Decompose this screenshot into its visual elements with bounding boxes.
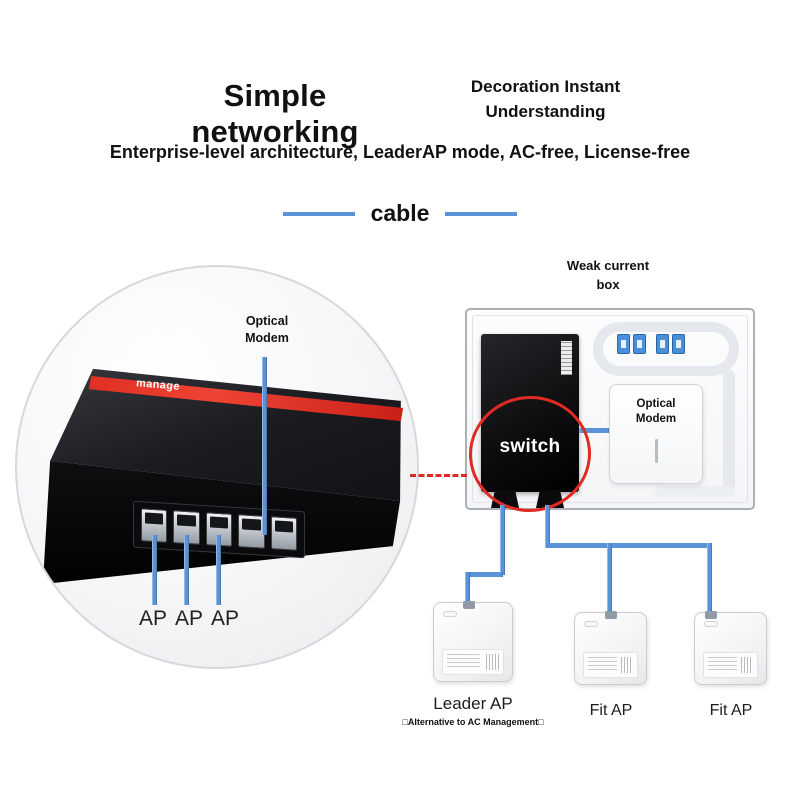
rj45-pins xyxy=(242,518,261,531)
cable-heading: cable xyxy=(0,200,800,227)
subtitle: Enterprise-level architecture, LeaderAP … xyxy=(109,142,691,162)
ap-indicator xyxy=(704,621,718,627)
keystone-jack-pair-1 xyxy=(617,334,646,354)
cable-connector-nub xyxy=(463,601,475,609)
jack-slot xyxy=(660,340,665,348)
sticker-text-lines xyxy=(588,657,618,673)
switch-downlink-port-left xyxy=(491,490,519,508)
cable-port1-drop xyxy=(500,505,505,575)
tagline: Decoration Instant Understanding xyxy=(448,74,643,124)
rj45-port xyxy=(270,516,298,551)
switch-zoom-circle: Optical Modem manage AP AP AP xyxy=(15,265,419,669)
sticker-barcode xyxy=(485,654,499,670)
ap-port-label-1: AP xyxy=(139,607,168,630)
cable-to-fit-ap-1 xyxy=(607,543,612,614)
cable-tray xyxy=(593,322,739,376)
ap-port-label-3: AP xyxy=(211,607,240,630)
cable-tray-vertical xyxy=(723,370,735,496)
keystone-jack-pair-2 xyxy=(656,334,685,354)
cable-ap-port-1 xyxy=(152,535,157,605)
sticker-text-lines xyxy=(447,654,480,670)
ap-port-labels: AP AP AP xyxy=(139,607,239,631)
cable-ap-port-3 xyxy=(216,535,221,605)
cable-to-leader-ap xyxy=(465,572,470,604)
optical-modem-unit-label-line-2: Modem xyxy=(635,413,677,425)
ap-port-label-2: AP xyxy=(175,607,204,630)
weak-current-box-title: Weak current box xyxy=(530,256,686,294)
keystone-jack xyxy=(656,334,669,354)
fit-ap-2-label: Fit AP xyxy=(709,702,753,719)
modem-vent-slot xyxy=(654,439,658,463)
optical-modem-unit-label: Optical Modem xyxy=(610,397,702,427)
cable-to-fit-ap-2 xyxy=(707,543,712,614)
optical-modem-unit: Optical Modem xyxy=(609,384,703,484)
weak-current-box-title-line-1: Weak current xyxy=(566,258,650,273)
ap-label-sticker xyxy=(583,652,638,678)
cable-line-right xyxy=(445,211,518,216)
cable-ap-port-2 xyxy=(184,535,189,605)
keystone-jack xyxy=(672,334,685,354)
switch-downlink-port-right xyxy=(536,490,564,508)
fit-ap-1-label: Fit AP xyxy=(589,702,633,719)
cable-port1-horizontal xyxy=(465,572,503,577)
cable-connector-nub xyxy=(705,611,717,619)
switch-photo: manage xyxy=(33,349,413,601)
ap-label-sticker xyxy=(442,649,504,675)
cable-optical-modem xyxy=(262,357,267,535)
jack-slot xyxy=(676,340,681,348)
tagline-line-2: Understanding xyxy=(485,102,606,121)
sticker-barcode xyxy=(621,657,633,673)
cable-switch-to-modem xyxy=(579,428,609,433)
rj45-pins xyxy=(209,516,229,529)
cable-connector-nub xyxy=(605,611,617,619)
keystone-jack xyxy=(633,334,646,354)
switch-sticker xyxy=(561,341,572,375)
ap-indicator xyxy=(584,621,598,627)
jack-slot xyxy=(621,340,626,348)
cable-port2-drop xyxy=(545,505,550,548)
cable-line-left xyxy=(282,211,355,216)
keystone-jack xyxy=(617,334,630,354)
cable-branch-horizontal xyxy=(545,543,712,548)
switch-label: switch xyxy=(499,436,561,457)
cable-label: cable xyxy=(370,200,430,226)
sticker-barcode xyxy=(741,657,753,673)
weak-current-box: switch Optical Modem xyxy=(464,308,755,518)
rj45-pins xyxy=(274,520,294,533)
optical-modem-label-line-1: Optical xyxy=(245,314,289,328)
rj45-pins xyxy=(145,512,164,525)
rj45-pins xyxy=(177,514,196,527)
switch-unit: switch xyxy=(481,334,579,492)
sticker-text-lines xyxy=(708,657,738,673)
leader-ap-device xyxy=(433,601,513,682)
optical-modem-label: Optical Modem xyxy=(212,313,322,347)
weak-current-box-title-line-2: box xyxy=(596,277,620,292)
leader-ap-label: Leader AP xyxy=(433,694,513,713)
optical-modem-unit-label-line-1: Optical xyxy=(636,398,676,410)
zoom-callout-line xyxy=(410,474,467,477)
optical-modem-label-line-2: Modem xyxy=(245,331,289,345)
box-inner-frame xyxy=(472,315,748,503)
rj45-port xyxy=(238,514,265,549)
leader-ap-note: □Alternative to AC Management□ xyxy=(402,717,544,727)
jack-slot xyxy=(637,340,642,348)
ap-indicator xyxy=(443,611,457,617)
page-title: Simple networking xyxy=(191,78,359,149)
fit-ap-1-device xyxy=(574,611,647,685)
tagline-line-1: Decoration Instant xyxy=(470,77,621,96)
fit-ap-2-device xyxy=(694,611,767,685)
ap-label-sticker xyxy=(703,652,758,678)
cable-tray-bottom xyxy=(655,486,735,497)
